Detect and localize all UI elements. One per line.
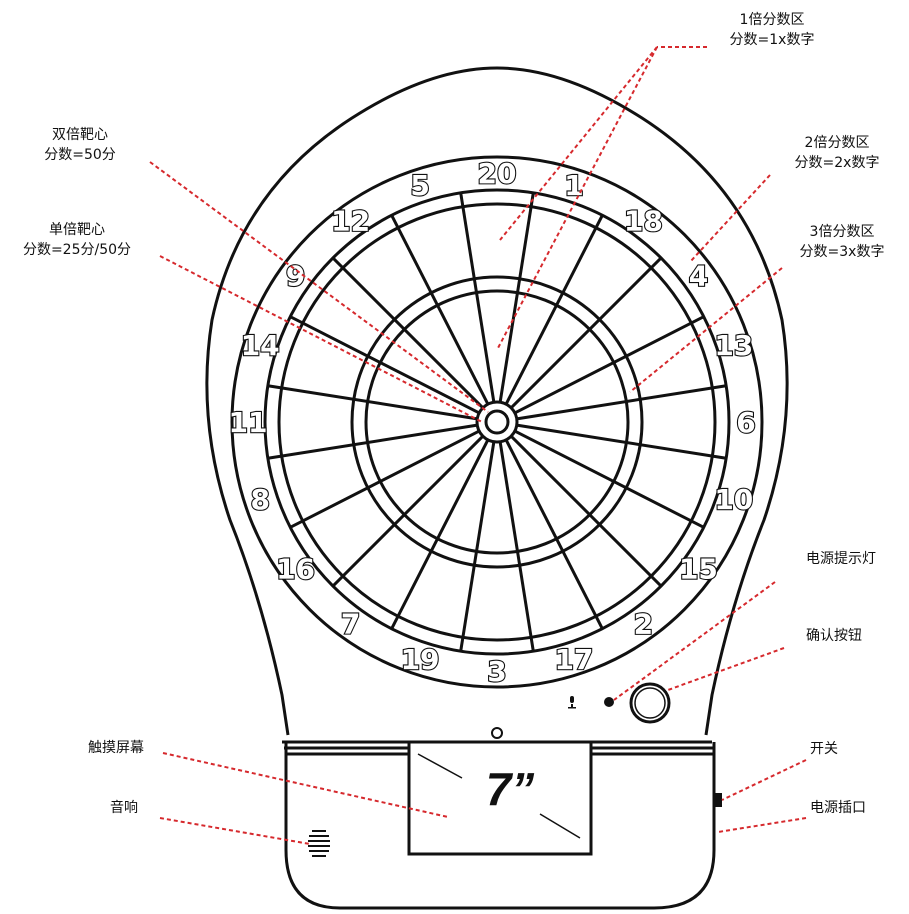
triple-zone-label: 3倍分数区 分数=3x数字 [778,222,906,262]
leader-lines [149,46,807,845]
leader-speaker [159,817,311,845]
confirm-button[interactable] [629,682,671,724]
leader-double-zone [689,174,771,263]
segment-number: 20 [478,157,517,190]
segment-number: 5 [410,169,429,202]
segment-divider [514,315,705,415]
triple-ring-outer [350,275,644,569]
segment-divider [504,439,604,630]
segment-divider [514,429,705,529]
segment-number: 8 [250,483,269,516]
segment-number: 6 [736,406,755,439]
number-ring-outer [230,155,764,689]
segment-number: 11 [229,406,268,439]
single-bull-title: 单倍靶心 [49,222,105,238]
leader-switch [721,759,807,801]
segment-divider [267,384,478,421]
dartboard [230,155,764,689]
leader-single-zone-b [497,46,658,349]
segment-number: 13 [714,329,753,362]
speaker-grille-icon [308,830,330,857]
segment-divider [459,441,496,652]
segment-divider [498,441,535,652]
single-zone-label: 1倍分数区 分数=1x数字 [712,10,832,50]
segment-number: 7 [341,607,360,640]
segment-divider [510,435,663,588]
confirm-button-inner[interactable] [634,687,666,719]
triple-zone-title: 3倍分数区 [809,224,875,240]
single-bull-label: 单倍靶心 分数=25分/50分 [2,220,152,260]
segment-number: 10 [714,483,753,516]
segment-number: 4 [689,260,708,293]
screen-diagonal-2 [539,813,581,839]
segment-number: 9 [286,260,305,293]
segment-number: 3 [487,655,506,688]
double-ring-outer [263,188,731,656]
double-bull-formula: 分数=50分 [44,147,116,163]
segment-divider [267,423,478,460]
segment-divider [331,256,484,409]
double-bull-label: 双倍靶心 分数=50分 [20,125,140,165]
single-zone-title: 1倍分数区 [739,12,805,28]
segment-number: 15 [679,552,718,585]
double-bull-title: 双倍靶心 [52,127,108,143]
segment-divider [289,429,480,529]
segment-divider [331,435,484,588]
segment-number: 17 [554,643,593,676]
segment-number: 2 [634,607,653,640]
segment-numbers: 20 1 18 4 13 6 10 15 2 17 3 19 7 16 8 11 14 9 12 5 [227,156,756,689]
switch-label: 开关 [810,741,838,757]
leader-triple-zone [629,267,783,393]
touch-screen[interactable] [407,740,593,856]
segment-divider [516,423,727,460]
screen-size-text: 7” [486,763,535,815]
leader-double-bull [149,161,489,413]
segment-number: 12 [331,205,370,238]
double-bull[interactable] [484,409,510,435]
power-socket-label: 电源插口 [810,800,866,816]
segment-number: 19 [401,643,440,676]
microphone-icon [568,696,576,709]
confirm-button-label: 确认按钮 [806,628,862,644]
power-switch[interactable] [714,793,722,807]
segment-number: 14 [241,329,280,362]
screen-diagonal-1 [417,753,463,779]
triple-ring-inner [364,289,630,555]
double-zone-label: 2倍分数区 分数=2x数字 [772,133,902,173]
segment-divider [289,315,480,415]
segment-divider [510,256,663,409]
double-ring-inner [277,202,717,642]
double-zone-formula: 分数=2x数字 [794,155,880,171]
double-zone-title: 2倍分数区 [804,135,870,151]
segment-dividers [267,192,727,652]
single-zone-formula: 分数=1x数字 [729,32,815,48]
power-indicator-light [604,697,614,707]
segment-number: 16 [276,552,315,585]
segment-number: 1 [564,169,583,202]
single-bull-formula: 分数=25分/50分 [22,242,132,258]
touch-screen-label: 触摸屏幕 [88,740,144,756]
speaker-label: 音响 [110,800,138,816]
control-panel [308,682,722,857]
segment-divider [516,384,727,421]
segment-number: 18 [624,205,663,238]
power-light-label: 电源提示灯 [806,551,876,567]
camera-lens [491,727,503,739]
leader-single-bull [159,255,483,423]
segment-divider [459,192,496,403]
segment-divider [498,192,535,403]
segment-divider [390,439,490,630]
triple-zone-formula: 分数=3x数字 [799,244,885,260]
leader-power-socket [717,817,807,833]
segment-divider [504,214,604,405]
leader-power-light [613,581,776,701]
segment-divider [390,214,490,405]
